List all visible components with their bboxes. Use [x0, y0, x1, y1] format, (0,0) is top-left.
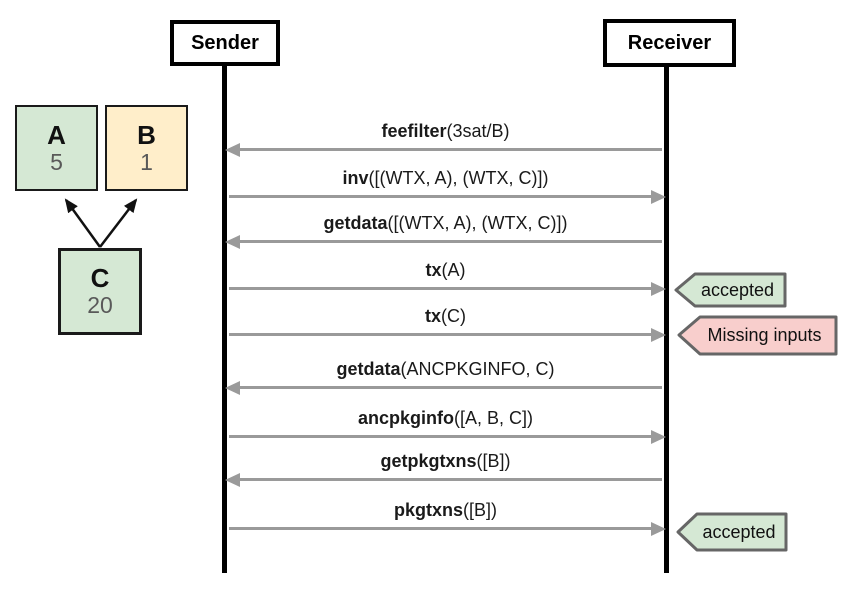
tx-node-b-label: B: [137, 119, 156, 150]
tx-node-b: B 1: [105, 105, 188, 191]
actor-box-sender: Sender: [170, 20, 280, 66]
dependency-arrows-svg: [64, 198, 138, 248]
message-tx-a: tx(A): [227, 259, 666, 296]
receiver-lifeline: [664, 65, 669, 573]
edge-c-to-b: [99, 198, 138, 248]
message-inv: inv([(WTX, A), (WTX, C)]): [227, 167, 666, 204]
message-getdata-wtx: getdata([(WTX, A), (WTX, C)]): [225, 212, 664, 249]
message-arrow-to-receiver: [227, 190, 666, 204]
actor-box-receiver: Receiver: [603, 19, 736, 67]
annotation-tag-shape: [674, 272, 787, 308]
message-arrow-to-sender: [225, 143, 664, 157]
message-arrow-to-receiver: [227, 430, 666, 444]
message-getdata-wtx-label: getdata([(WTX, A), (WTX, C)]): [323, 213, 568, 233]
message-ancpkginfo: ancpkginfo([A, B, C]): [227, 407, 666, 444]
message-arrow-to-sender: [225, 381, 664, 395]
annotation-tag-shape: [676, 512, 788, 552]
annotation-missing-inputs: Missing inputs: [677, 315, 838, 356]
message-getdata-ancpkginfo-label: getdata(ANCPKGINFO, C): [336, 359, 555, 379]
message-pkgtxns-label: pkgtxns([B]): [393, 500, 497, 520]
message-feefilter-label: feefilter(3sat/B): [381, 121, 510, 141]
tx-node-a-label: A: [47, 119, 66, 150]
message-tx-c-label: tx(C): [424, 306, 466, 326]
annotation-tag-shape: [677, 315, 838, 356]
message-getdata-ancpkginfo: getdata(ANCPKGINFO, C): [225, 358, 664, 395]
tx-node-c: C 20: [58, 248, 142, 335]
tx-node-c-label: C: [90, 263, 110, 294]
annotation-accepted-1-label: accepted: [700, 279, 775, 300]
message-feefilter: feefilter(3sat/B): [225, 120, 664, 157]
annotation-accepted-2-label: accepted: [702, 521, 776, 542]
message-arrow-to-receiver: [227, 328, 666, 342]
message-arrow-to-sender: [225, 235, 664, 249]
annotation-accepted-2: accepted: [676, 512, 788, 552]
message-ancpkginfo-label: ancpkginfo([A, B, C]): [357, 408, 534, 428]
edge-c-to-a: [64, 198, 102, 248]
tx-node-b-value: 1: [140, 148, 153, 175]
message-arrow-to-receiver: [227, 282, 666, 296]
annotation-accepted-1: accepted: [674, 272, 787, 308]
message-arrow-to-sender: [225, 473, 664, 487]
sender-lifeline: [222, 65, 227, 573]
annotation-missing-inputs-label: Missing inputs: [707, 325, 822, 345]
message-tx-c: tx(C): [227, 305, 666, 342]
tx-node-a-value: 5: [50, 148, 63, 175]
message-pkgtxns: pkgtxns([B]): [227, 499, 666, 536]
message-getpkgtxns: getpkgtxns([B]): [225, 450, 664, 487]
tx-node-c-value: 20: [87, 292, 113, 319]
message-tx-a-label: tx(A): [425, 260, 466, 280]
message-inv-label: inv([(WTX, A), (WTX, C)]): [342, 168, 549, 188]
tx-node-a: A 5: [15, 105, 98, 191]
message-arrow-to-receiver: [227, 522, 666, 536]
message-getpkgtxns-label: getpkgtxns([B]): [380, 451, 511, 471]
